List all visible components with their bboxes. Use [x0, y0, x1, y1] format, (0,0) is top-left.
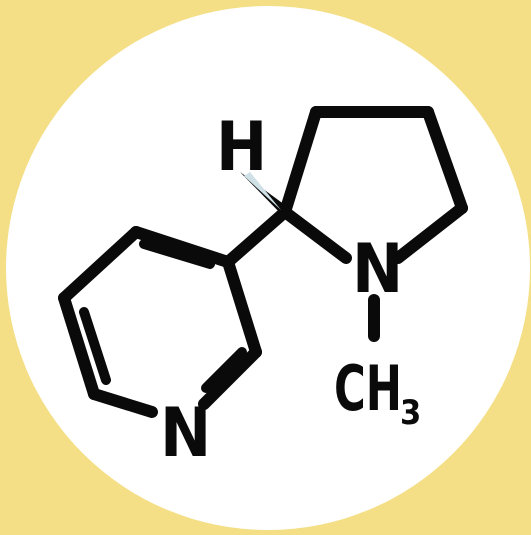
bond-c5-n1	[392, 202, 468, 264]
atom-label-hydrogen: H	[216, 108, 267, 187]
background-circle	[6, 6, 530, 530]
atom-label-pyrrolidine-nitrogen: N	[352, 230, 403, 309]
bond-py-c3-c4	[130, 226, 234, 268]
atom-label-pyridine-nitrogen: N	[160, 394, 211, 473]
bond-py-n-c2	[198, 346, 262, 410]
bond-c2-c3	[279, 106, 322, 218]
atom-label-methyl-subscript: 3	[400, 393, 421, 433]
pyridine-ring	[58, 226, 262, 418]
bond-py-c6-n	[88, 388, 158, 418]
bond-c4-c5	[422, 106, 468, 214]
bond-py-c5-c6	[58, 292, 100, 400]
pyrrolidine-ring	[279, 106, 468, 264]
double-bond-inner-right	[201, 347, 247, 393]
atom-label-methyl: CH	[334, 352, 402, 425]
bond-n1-c2	[279, 206, 352, 264]
double-bond-inner-left	[79, 307, 111, 385]
stereo-wedge-bond	[240, 172, 285, 218]
bond-py-c4-c5	[58, 226, 142, 304]
double-bond-inner-top	[139, 239, 215, 269]
bond-py-c2-c3	[222, 256, 262, 358]
stereo-wedge-highlight	[244, 172, 281, 210]
bond-ring-link	[222, 206, 291, 268]
